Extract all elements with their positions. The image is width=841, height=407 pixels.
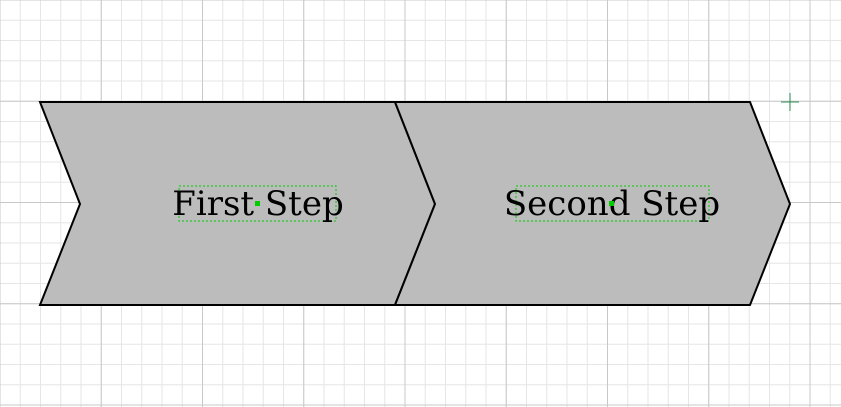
crosshair-marker-icon [781,93,799,111]
label-bbox-step-2 [515,185,710,222]
anchor-point-step-2[interactable] [609,201,614,206]
anchor-point-step-1[interactable] [255,201,260,206]
chevron-step-2[interactable] [393,101,792,306]
